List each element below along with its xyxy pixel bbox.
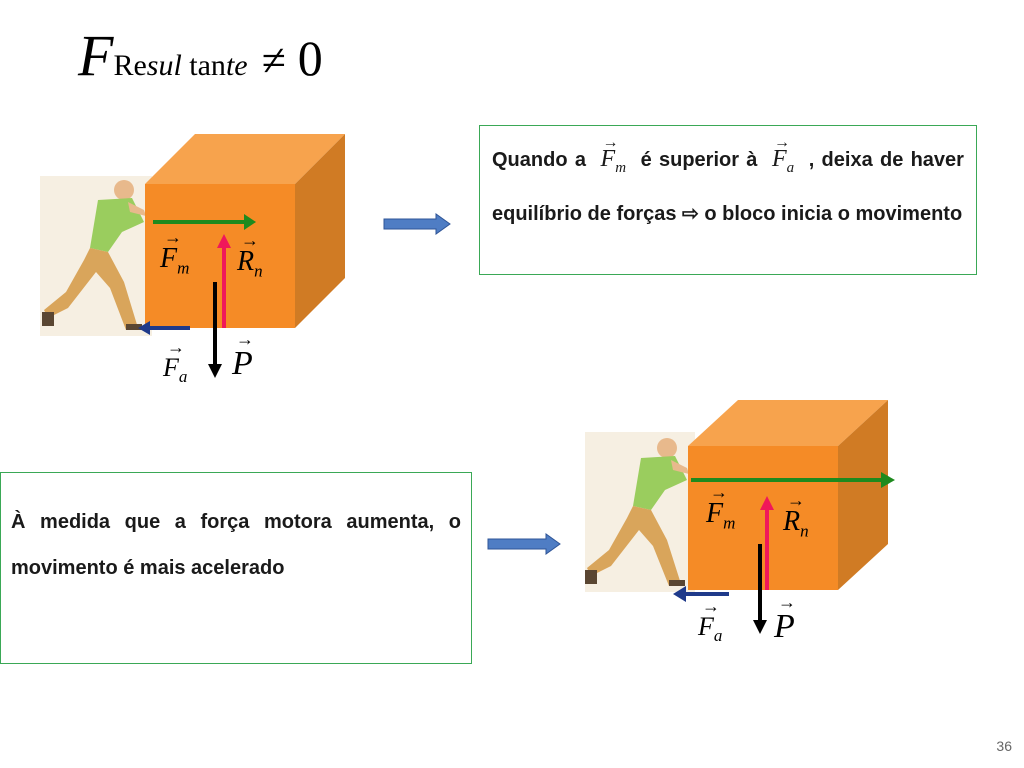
label-p-2: →P (774, 592, 796, 645)
scene-1-illustration (40, 134, 345, 378)
text-box-1: Quando a →Fm é superior à →Fa , deixa de… (479, 125, 977, 275)
scene-2-illustration (585, 400, 895, 634)
box1-text-equilibrio: , deixa de haver equilíbrio de forças (492, 149, 964, 225)
label-p-1: →P (232, 329, 254, 382)
eq-sub-tan: tan (189, 49, 226, 82)
text-box-2: À medida que a força motora aumenta, o m… (0, 472, 472, 664)
label-rn-2: →Rn (783, 490, 809, 541)
cube-front-face-1 (145, 184, 295, 328)
box1-text-superior: é superior à (640, 149, 758, 171)
hollow-arrow-icon: ⇨ (682, 202, 699, 225)
cube-side-face-1 (295, 134, 345, 328)
cube-top-face-1 (145, 134, 345, 184)
eq-sub-te: te (225, 49, 248, 82)
eq-zero: 0 (297, 30, 323, 86)
block-arrow-right-2 (487, 533, 561, 555)
block-arrow-right-1 (383, 213, 451, 235)
box1-text-movimento: o bloco inicia o movimento (704, 202, 963, 225)
man-pushing-figure-1 (40, 176, 152, 336)
label-fm-2: →Fm (706, 482, 736, 533)
box1-text-quando: Quando a (492, 149, 586, 171)
eq-sub-re: Re (113, 49, 147, 82)
label-fa-1: →Fa (163, 337, 188, 387)
box1-vector-fa: →Fa (771, 134, 795, 176)
eq-not-equal: ≠ (261, 36, 286, 85)
eq-sub-sul: sul (146, 49, 182, 82)
label-fa-2: →Fa (698, 596, 723, 646)
box1-vector-fm: →Fm (600, 134, 627, 176)
page-number: 36 (996, 738, 1012, 754)
eq-F: F (78, 23, 114, 88)
label-rn-1: →Rn (237, 230, 263, 281)
man-pushing-figure-2 (585, 432, 695, 592)
label-fm-1: →Fm (160, 227, 190, 278)
cube-side-face-2 (838, 400, 888, 590)
cube-top-face-2 (688, 400, 888, 446)
resultant-force-equation: FResul tante ≠0 (78, 22, 323, 89)
box2-text: À medida que a força motora aumenta, o m… (11, 511, 461, 579)
cube-front-face-2 (688, 446, 838, 590)
